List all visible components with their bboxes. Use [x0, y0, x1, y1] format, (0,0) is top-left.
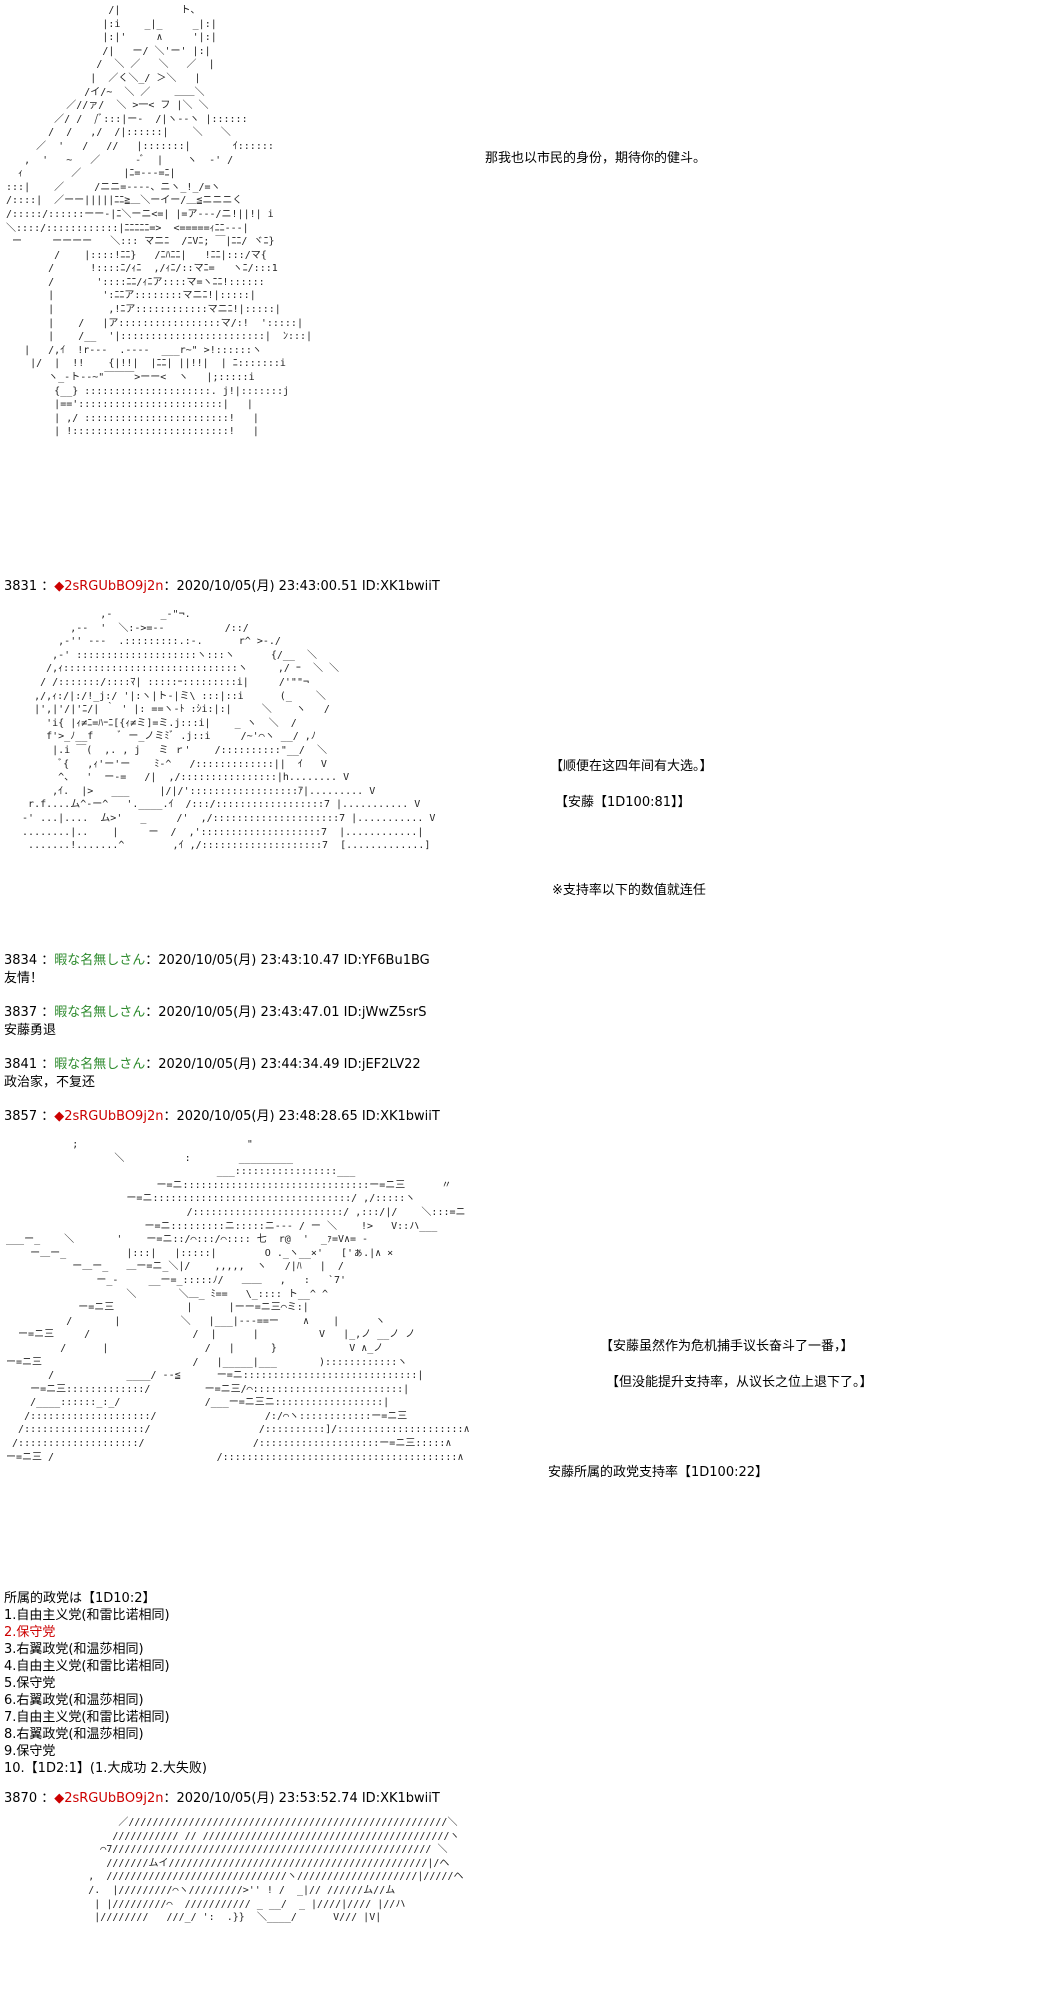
post-meta: ：2020/10/05(月) 23:43:10.47 ID:YF6Bu1BG [145, 953, 430, 968]
post-header-3837: 3837 ：暇な名無しさん：2020/10/05(月) 23:43:47.01 … [4, 1004, 427, 1021]
post-meta: ：2020/10/05(月) 23:43:00.51 ID:XK1bwiiT [163, 579, 440, 594]
poster-trip: 2sRGUbBO9j2n [64, 1109, 164, 1124]
ascii-art-dome-figure: /| ト、 |:i _|_ _|:| |:|' ∧ '|:| /| ー/ ＼'ー… [6, 5, 313, 438]
post-header-3841: 3841 ：暇な名無しさん：2020/10/05(月) 23:44:34.49 … [4, 1056, 421, 1073]
post-meta: ：2020/10/05(月) 23:44:34.49 ID:jEF2LV22 [145, 1057, 421, 1072]
post-header-3834: 3834 ：暇な名無しさん：2020/10/05(月) 23:43:10.47 … [4, 952, 430, 969]
list-item: 6.右翼政党(和温莎相同) [4, 1693, 144, 1708]
post-header-3870: 3870 ：◆2sRGUbBO9j2n：2020/10/05(月) 23:53:… [4, 1790, 440, 1807]
ascii-art-two-figures: ,- _-"¬. ,-- ' ＼:->=-- /::/ ,-'' --- .::… [22, 609, 436, 852]
list-item: 5.保守党 [4, 1676, 56, 1691]
post-meta: ：2020/10/05(月) 23:48:28.65 ID:XK1bwiiT [163, 1109, 440, 1124]
party-roll-header: 所属的政党は【1D10:2】 [4, 1591, 156, 1606]
post-body: 安藤勇退 [4, 1023, 57, 1038]
list-item-selected: 2.保守党 [4, 1625, 56, 1640]
post-body: 政治家，不复还 [4, 1075, 96, 1090]
party-roll: 所属的政党は【1D10:2】 1.自由主义党(和雷比诺相同) 2.保守党 3.右… [4, 1590, 207, 1777]
narration-line: 【顺便在这四年间有大选。】 [550, 759, 713, 774]
trip-diamond-icon: ◆ [54, 1109, 65, 1124]
list-item: 7.自由主义党(和雷比诺相同) [4, 1710, 170, 1725]
list-item: 8.右翼政党(和温莎相同) [4, 1727, 144, 1742]
ascii-art-hatched-figure: ／///////////////////////////////////////… [88, 1817, 464, 1924]
poster-trip: 2sRGUbBO9j2n [64, 579, 164, 594]
post-number[interactable]: 3831 ： [4, 579, 55, 594]
narration-line: 【但没能提升支持率，从议长之位上退下了。】 [606, 1375, 873, 1390]
narration-line: 【安藤虽然作为危机捕手议长奋斗了一番，】 [600, 1339, 854, 1354]
post-header-3857: 3857 ：◆2sRGUbBO9j2n：2020/10/05(月) 23:48:… [4, 1108, 440, 1125]
trip-diamond-icon: ◆ [54, 579, 65, 594]
post-number[interactable]: 3834 ： [4, 953, 55, 968]
post-number[interactable]: 3857 ： [4, 1109, 55, 1124]
list-item: 9.保守党 [4, 1744, 56, 1759]
post-number[interactable]: 3870 ： [4, 1791, 55, 1806]
poster-name: 暇な名無しさん [54, 1005, 146, 1020]
post-body: 友情！ [4, 971, 44, 986]
ascii-art-speaker-scene: ; " ＼ : _________ ___:::::::::::::::::__… [6, 1139, 470, 1463]
post-meta: ：2020/10/05(月) 23:53:52.74 ID:XK1bwiiT [163, 1791, 440, 1806]
list-item: 3.右翼政党(和温莎相同) [4, 1642, 144, 1657]
narration-line: ※支持率以下的数值就连任 [552, 883, 706, 898]
dice-roll-line: 【安藤【1D100:81】】 [555, 795, 691, 810]
list-item: 1.自由主义党(和雷比诺相同) [4, 1608, 170, 1623]
trip-diamond-icon: ◆ [54, 1791, 65, 1806]
dice-roll-line: 安藤所属的政党支持率【1D100:22】 [548, 1465, 769, 1480]
post-number[interactable]: 3837 ： [4, 1005, 55, 1020]
narration-line: 那我也以市民的身份，期待你的健斗。 [485, 151, 707, 166]
poster-name: 暇な名無しさん [54, 1057, 146, 1072]
post-number[interactable]: 3841 ： [4, 1057, 55, 1072]
list-item: 10.【1D2:1】(1.大成功 2.大失败) [4, 1761, 207, 1776]
post-meta: ：2020/10/05(月) 23:43:47.01 ID:jWwZ5srS [145, 1005, 427, 1020]
poster-trip: 2sRGUbBO9j2n [64, 1791, 164, 1806]
post-header-3831: 3831 ：◆2sRGUbBO9j2n：2020/10/05(月) 23:43:… [4, 578, 440, 595]
poster-name: 暇な名無しさん [54, 953, 146, 968]
list-item: 4.自由主义党(和雷比诺相同) [4, 1659, 170, 1674]
